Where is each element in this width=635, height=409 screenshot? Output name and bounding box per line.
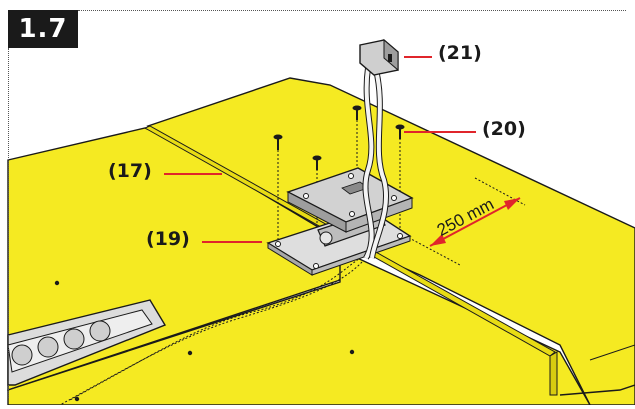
- screw-1: [273, 134, 283, 150]
- callout-19: (19): [146, 228, 190, 250]
- cable-secondary-inner: [370, 69, 389, 259]
- bracket-hole-2: [349, 211, 355, 217]
- table-right-edge: [589, 344, 635, 361]
- bracket-hole-4: [348, 173, 354, 179]
- cable-main-inner: [363, 67, 374, 259]
- callout-17: (17): [108, 160, 152, 182]
- table-hole-3: [74, 396, 80, 402]
- socket-3: [63, 328, 85, 350]
- step-number: 1.7: [18, 14, 68, 44]
- table-hole-1: [54, 280, 60, 286]
- step-number-badge: 1.7: [8, 10, 78, 48]
- connector-pin: [388, 54, 392, 62]
- socket-1: [11, 344, 33, 366]
- dim-ext-2: [474, 177, 526, 206]
- callout-20: (20): [482, 118, 526, 140]
- bracket-hole-3: [391, 195, 397, 201]
- dimension-arrow: [429, 197, 521, 247]
- base-hole-2: [313, 263, 319, 269]
- frame-top-border: [78, 10, 626, 11]
- hinge-roller: [319, 231, 333, 245]
- screw-4: [395, 124, 405, 139]
- frame-left-border: [8, 48, 9, 398]
- mounting-top-bracket-front: [345, 197, 413, 233]
- screw-3: [352, 105, 362, 120]
- table-front-edge: [559, 384, 635, 396]
- callout-21: (21): [438, 42, 482, 64]
- cable-route-2: [59, 261, 363, 406]
- bracket-hole-1: [303, 193, 309, 199]
- rail-end-plate: [549, 351, 558, 396]
- base-hole-3: [397, 233, 403, 239]
- table-hole-2: [187, 350, 193, 356]
- cable-route: [69, 254, 366, 401]
- socket-2: [37, 336, 59, 358]
- table-hole-4: [349, 349, 355, 355]
- screw-2: [312, 155, 322, 170]
- socket-4: [89, 320, 111, 342]
- base-hole-1: [275, 241, 281, 247]
